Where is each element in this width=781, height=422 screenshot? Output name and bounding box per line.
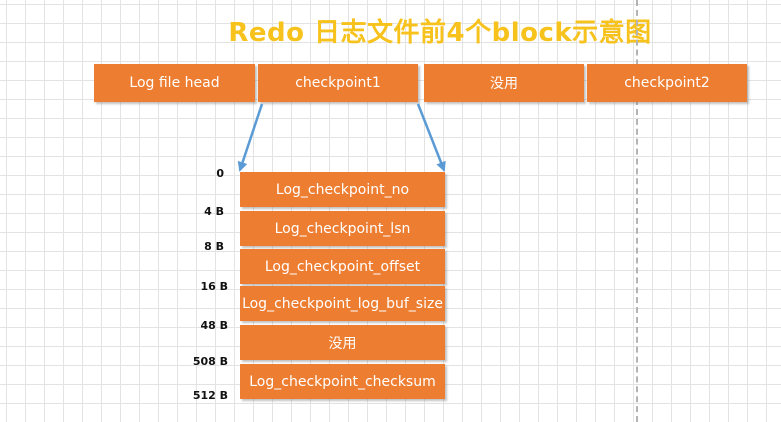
block-boundary-dashed-line (636, 0, 638, 422)
field-log-checkpoint-no: Log_checkpoint_no (240, 172, 445, 207)
block-checkpoint1: checkpoint1 (258, 64, 418, 102)
offset-label: 48 B (200, 319, 228, 332)
field-log-checkpoint-log-buf-size: Log_checkpoint_log_buf_size (240, 286, 445, 321)
field-log-checkpoint-checksum: Log_checkpoint_checksum (240, 364, 445, 399)
offset-label: 512 B (192, 389, 228, 402)
field-log-checkpoint-offset: Log_checkpoint_offset (240, 249, 445, 284)
block-log-file-head: Log file head (94, 64, 255, 102)
offset-label: 16 B (200, 280, 228, 293)
arrow-right (416, 103, 446, 172)
offset-label: 4 B (204, 205, 224, 218)
diagram-title: Redo 日志文件前4个block示意图 (228, 18, 652, 48)
offset-label: 0 (216, 167, 224, 180)
offset-label: 8 B (204, 240, 224, 253)
offset-label: 508 B (192, 355, 228, 368)
block-unused: 没用 (424, 64, 584, 102)
arrow-left (237, 103, 264, 172)
field-log-checkpoint-lsn: Log_checkpoint_lsn (240, 211, 445, 246)
block-checkpoint2: checkpoint2 (587, 64, 747, 102)
field-unused: 没用 (240, 325, 445, 360)
